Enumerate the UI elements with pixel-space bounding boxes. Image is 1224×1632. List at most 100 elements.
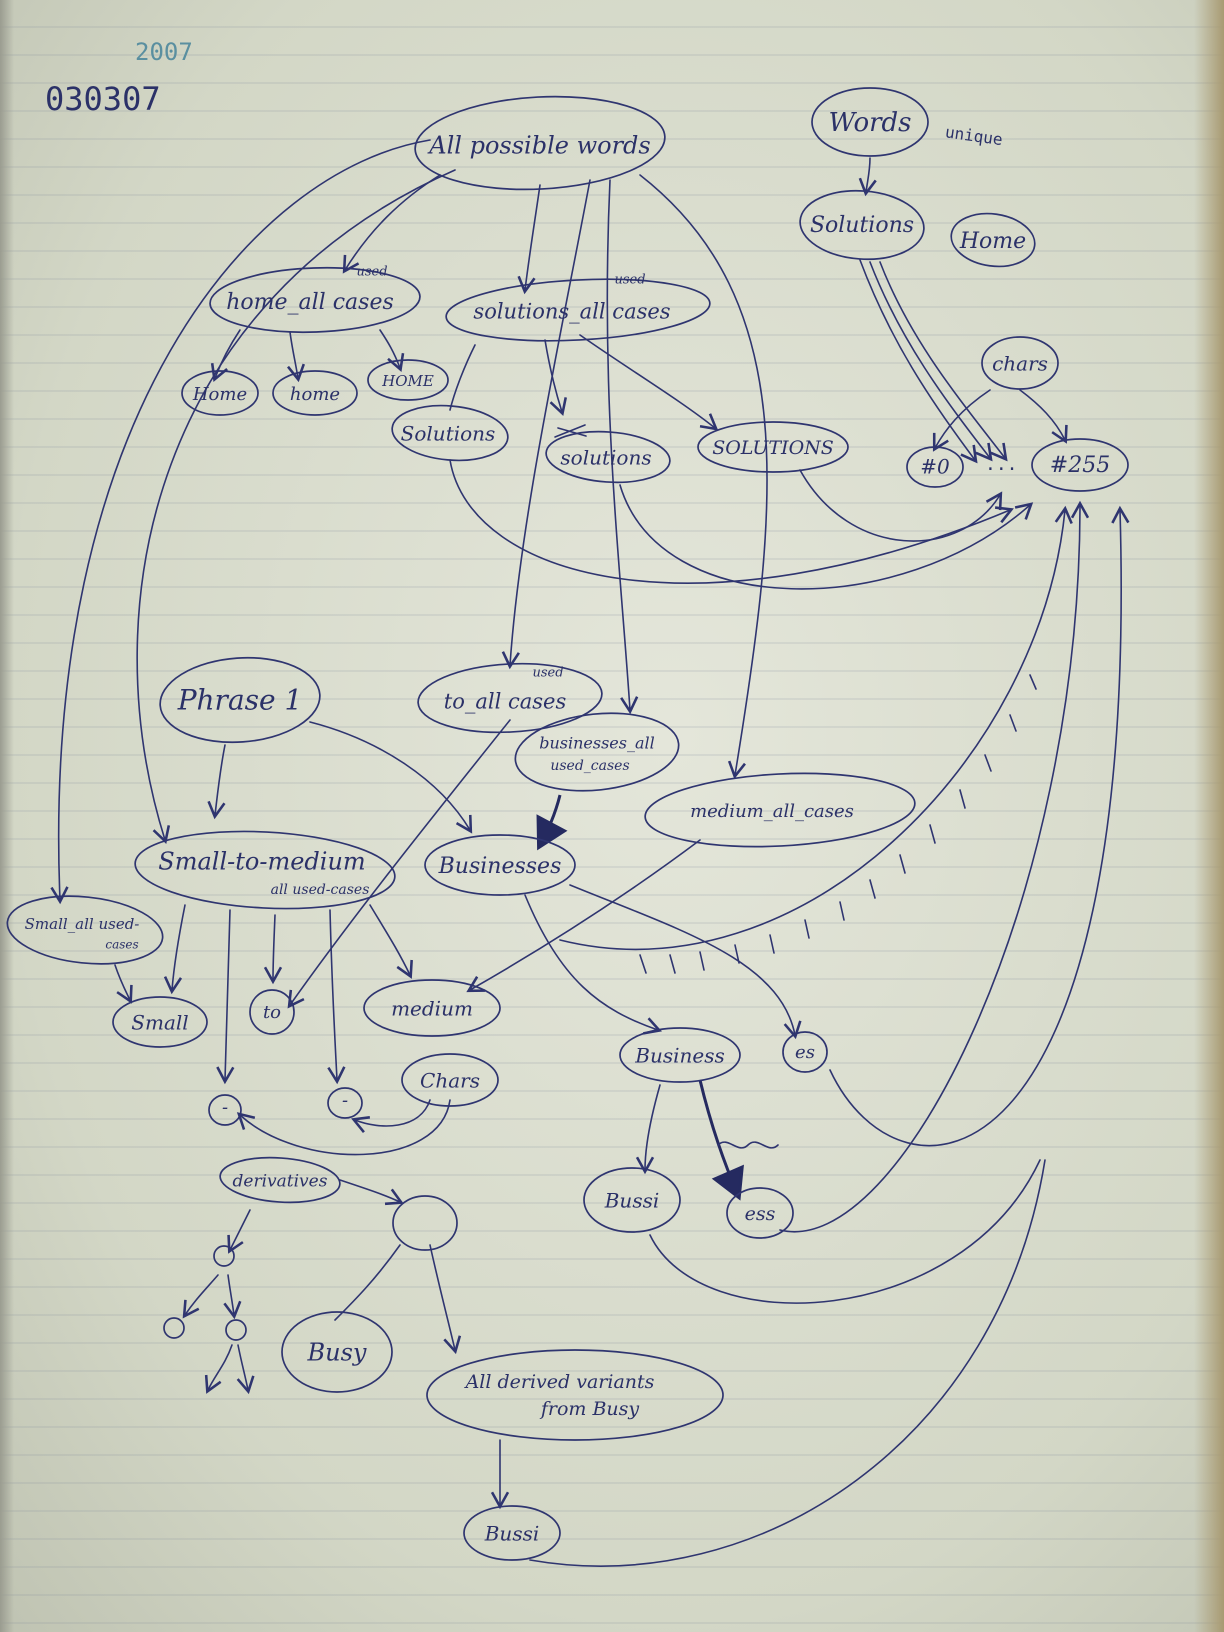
svg-text:Home: Home xyxy=(192,384,247,405)
edge-medium-all-medium xyxy=(466,839,701,993)
edge-node-busy xyxy=(334,1244,401,1321)
node-hash0: #0 xyxy=(906,446,964,488)
date-year: 2007 xyxy=(135,38,193,66)
svg-text:Busy: Busy xyxy=(307,1339,367,1367)
edge-chars-255 xyxy=(1019,389,1068,444)
svg-text:-: - xyxy=(222,1097,228,1118)
svg-text:to: to xyxy=(263,1002,281,1023)
node-dash1: - xyxy=(208,1094,242,1126)
edge-solutions-255-c xyxy=(879,261,1008,462)
edge-apw-businesses-all xyxy=(606,179,639,715)
squiggle xyxy=(717,1141,779,1149)
svg-text:medium: medium xyxy=(391,997,473,1021)
edges xyxy=(50,139,1130,1567)
node-chars-mid: Chars xyxy=(401,1053,499,1107)
edge-chars-0 xyxy=(932,389,991,452)
svg-text:solutions: solutions xyxy=(560,446,651,470)
svg-text:Small_all used-: Small_all used- xyxy=(25,915,140,933)
edge-sol-all-Solutions xyxy=(449,344,476,411)
edge-Solutions-255 xyxy=(449,459,1014,584)
svg-text:Small: Small xyxy=(131,1011,188,1035)
node-small-to-medium: Small-to-medium all used-cases xyxy=(134,830,396,910)
edge-stm-to xyxy=(263,914,283,985)
svg-text:#255: #255 xyxy=(1050,453,1110,478)
svg-text:Businesses: Businesses xyxy=(438,854,562,879)
edge-chars-dash2 xyxy=(351,1099,431,1133)
svg-text:Chars: Chars xyxy=(420,1069,480,1093)
edge-businesses-all-Businesses xyxy=(536,794,568,851)
node-solutions-cap: Solutions xyxy=(391,404,509,462)
edge-derivatives-node xyxy=(339,1179,404,1206)
node-home-lower: home xyxy=(272,370,358,416)
svg-text:businesses_all: businesses_all xyxy=(539,734,655,753)
svg-text:home_all cases: home_all cases xyxy=(226,290,394,315)
svg-text:Home: Home xyxy=(959,229,1026,254)
node-es: es xyxy=(782,1031,828,1073)
node-derivatives: derivatives xyxy=(219,1156,341,1204)
node-to-all-cases: to_all cases used xyxy=(417,662,603,734)
edge-chars-dash1 xyxy=(236,1099,451,1156)
node-solutions-struck: solutions xyxy=(545,424,671,484)
edge-stm-Small xyxy=(163,904,186,995)
node-derived-root xyxy=(392,1195,458,1251)
node-home-upper: HOME xyxy=(367,359,449,401)
edge-words-solutions xyxy=(858,157,877,197)
svg-text:from Busy: from Busy xyxy=(539,1398,640,1420)
node-solutions-upper: SOLUTIONS xyxy=(697,421,849,473)
edge-home-all-home xyxy=(287,331,305,383)
edge-Bussi-arc xyxy=(649,1159,1041,1304)
svg-text:medium_all_cases: medium_all_cases xyxy=(690,801,854,822)
svg-text:Business: Business xyxy=(634,1044,724,1068)
edge-ess-255 xyxy=(779,500,1090,1233)
svg-text:Solutions: Solutions xyxy=(401,422,496,446)
edge-phrase-businesses xyxy=(309,721,473,834)
date-code: 030307 xyxy=(45,80,161,118)
edge-deriv-a xyxy=(182,1274,219,1319)
node-solutions-top-right: Solutions xyxy=(799,189,925,261)
edge-deriv-c xyxy=(204,1344,233,1394)
edge-es-255 xyxy=(829,505,1130,1147)
edge-home-all-HOME xyxy=(379,329,405,372)
edge-apw-home-all xyxy=(342,174,441,274)
edge-phrase-small-to-medium xyxy=(207,744,226,820)
svg-text:Bussi: Bussi xyxy=(604,1189,660,1213)
node-home-all-cases: home_all cases used xyxy=(209,265,421,334)
node-deriv-small-a xyxy=(213,1245,235,1267)
node-to: to xyxy=(249,989,295,1035)
svg-text:chars: chars xyxy=(992,352,1048,376)
svg-text:solutions_all cases: solutions_all cases xyxy=(473,300,670,324)
node-home-top-right: Home xyxy=(950,212,1036,268)
node-small: Small xyxy=(112,996,208,1048)
edge-derivatives-small xyxy=(227,1209,251,1254)
svg-text:Words: Words xyxy=(828,108,911,138)
edge-apw-medium-all xyxy=(639,174,768,780)
edge-bottom-Bussi-arc xyxy=(529,1159,1046,1567)
svg-text:Small-to-medium: Small-to-medium xyxy=(158,848,365,876)
svg-text:All possible words: All possible words xyxy=(427,132,650,160)
strike-mark xyxy=(554,424,587,438)
edge-solutions-255-b xyxy=(869,261,993,462)
node-ess: ess xyxy=(726,1187,794,1239)
svg-text:home: home xyxy=(290,384,340,405)
svg-text:cases: cases xyxy=(105,938,138,952)
edge-Businesses-255-hatched xyxy=(559,505,1073,951)
edge-solutions-255 xyxy=(619,484,1034,590)
node-bussi-mid: Bussi xyxy=(583,1167,681,1233)
node-home-cap: Home xyxy=(181,370,259,416)
svg-text:ess: ess xyxy=(745,1203,776,1225)
edge-SOLUTIONS-255 xyxy=(799,469,1003,542)
edge-Businesses-es xyxy=(569,884,802,1040)
edge-Business-ess xyxy=(698,1079,744,1201)
node-phrase1: Phrase 1 xyxy=(159,656,321,744)
node-solutions-all-cases: solutions_all cases used xyxy=(445,273,711,342)
node-chars-top: chars xyxy=(981,336,1059,390)
edge-deriv-d xyxy=(236,1344,255,1395)
edge-stm-dash1 xyxy=(216,909,235,1085)
edge-apw-small-to-medium xyxy=(136,169,456,845)
node-medium-all-cases: medium_all_cases xyxy=(644,772,916,848)
node-all-possible-words: All possible words xyxy=(414,95,666,191)
svg-text:used: used xyxy=(356,265,387,280)
edge-node-derived xyxy=(429,1244,462,1355)
edge-apw-solutions-all xyxy=(517,184,541,295)
